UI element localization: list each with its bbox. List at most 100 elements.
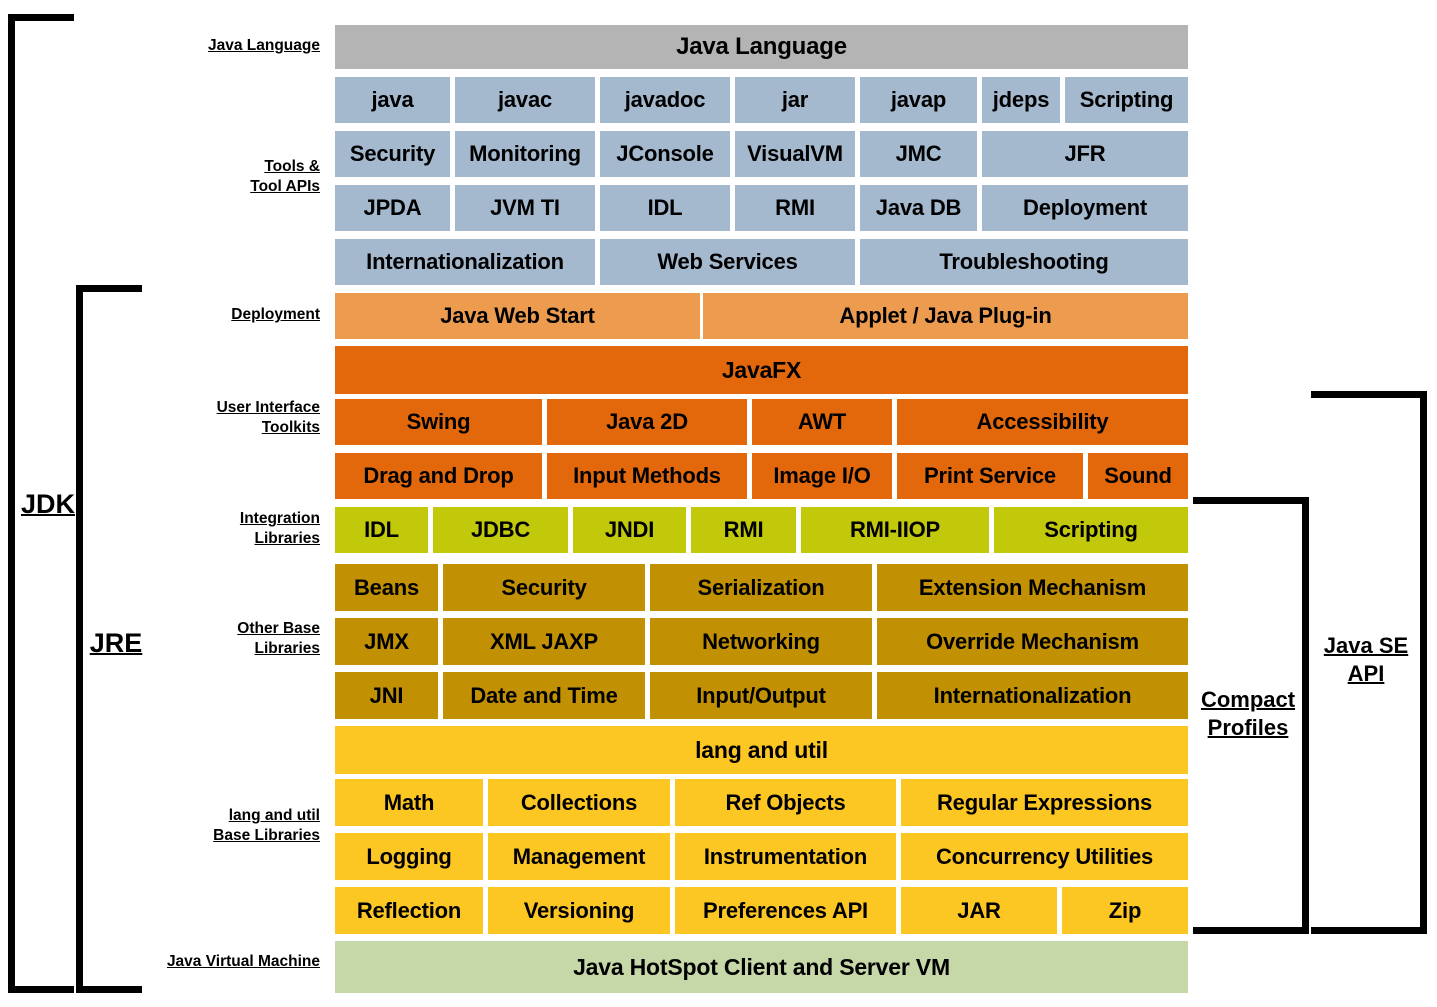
block-extension-mechanism[interactable]: Extension Mechanism xyxy=(877,564,1188,611)
block-security-tools[interactable]: Security xyxy=(335,131,450,177)
block-reflection[interactable]: Reflection xyxy=(335,887,483,934)
block-input-output[interactable]: Input/Output xyxy=(650,672,872,719)
block-jar[interactable]: jar xyxy=(735,77,855,123)
block-print-service[interactable]: Print Service xyxy=(897,453,1083,499)
block-rmi-tools[interactable]: RMI xyxy=(735,185,855,231)
compact-profiles-bracket-bottom-arm xyxy=(1193,927,1309,934)
block-math[interactable]: Math xyxy=(335,779,483,826)
block-java-db[interactable]: Java DB xyxy=(860,185,977,231)
row-label-java-virtual-machine: Java Virtual Machine xyxy=(166,953,320,970)
block-jdeps[interactable]: jdeps xyxy=(982,77,1060,123)
row-label-tools-line2: Tool APIs xyxy=(250,177,320,195)
block-javac[interactable]: javac xyxy=(455,77,595,123)
compact-profiles-bracket-top-arm xyxy=(1193,497,1309,504)
block-java-2d[interactable]: Java 2D xyxy=(547,399,747,445)
java-se-api-line2: API xyxy=(1347,661,1385,687)
block-idl-integration[interactable]: IDL xyxy=(335,507,428,553)
block-sound[interactable]: Sound xyxy=(1088,453,1188,499)
block-java-language[interactable]: Java Language xyxy=(335,25,1188,69)
block-idl-tools[interactable]: IDL xyxy=(600,185,730,231)
block-awt[interactable]: AWT xyxy=(752,399,892,445)
block-ref-objects[interactable]: Ref Objects xyxy=(675,779,896,826)
block-internationalization-tools[interactable]: Internationalization xyxy=(335,239,595,285)
block-jvm-ti[interactable]: JVM TI xyxy=(455,185,595,231)
block-scripting-integration[interactable]: Scripting xyxy=(994,507,1188,553)
bracket-label-jre: JRE xyxy=(89,628,143,658)
compact-profiles-line1: Compact xyxy=(1200,687,1296,712)
row-label-lang-util-base-libraries: lang and util Base Libraries xyxy=(100,806,320,846)
jre-bracket-spine xyxy=(76,285,83,993)
block-collections[interactable]: Collections xyxy=(488,779,670,826)
block-jmx[interactable]: JMX xyxy=(335,618,438,665)
row-label-other-base-libraries: Other Base Libraries xyxy=(100,619,320,659)
block-lang-and-util[interactable]: lang and util xyxy=(335,726,1188,774)
block-beans[interactable]: Beans xyxy=(335,564,438,611)
row-label-integration-line2: Libraries xyxy=(254,529,320,547)
block-javafx[interactable]: JavaFX xyxy=(335,346,1188,394)
block-zip[interactable]: Zip xyxy=(1062,887,1188,934)
block-override-mechanism[interactable]: Override Mechanism xyxy=(877,618,1188,665)
bracket-label-jdk: JDK xyxy=(20,489,75,519)
row-label-ui-line2: Toolkits xyxy=(261,418,320,436)
block-web-services[interactable]: Web Services xyxy=(600,239,855,285)
block-management[interactable]: Management xyxy=(488,833,670,880)
block-javadoc[interactable]: javadoc xyxy=(600,77,730,123)
block-concurrency-utilities[interactable]: Concurrency Utilities xyxy=(901,833,1188,880)
block-serialization[interactable]: Serialization xyxy=(650,564,872,611)
block-java[interactable]: java xyxy=(335,77,450,123)
bracket-label-compact-profiles: Compact Profiles xyxy=(1196,686,1300,742)
jre-bracket-top-arm xyxy=(76,285,142,292)
block-jdbc[interactable]: JDBC xyxy=(433,507,568,553)
block-jni[interactable]: JNI xyxy=(335,672,438,719)
block-versioning[interactable]: Versioning xyxy=(488,887,670,934)
block-xml-jaxp[interactable]: XML JAXP xyxy=(443,618,645,665)
row-label-user-interface-toolkits: User Interface Toolkits xyxy=(100,398,320,438)
block-jconsole[interactable]: JConsole xyxy=(600,131,730,177)
java-se-api-bracket-bottom-arm xyxy=(1311,927,1427,934)
block-jndi[interactable]: JNDI xyxy=(573,507,686,553)
block-jfr[interactable]: JFR xyxy=(982,131,1188,177)
block-logging[interactable]: Logging xyxy=(335,833,483,880)
block-swing[interactable]: Swing xyxy=(335,399,542,445)
block-jpda[interactable]: JPDA xyxy=(335,185,450,231)
block-drag-and-drop[interactable]: Drag and Drop xyxy=(335,453,542,499)
jre-bracket-bottom-arm xyxy=(76,986,142,993)
block-security-base[interactable]: Security xyxy=(443,564,645,611)
block-networking[interactable]: Networking xyxy=(650,618,872,665)
block-jar-lib[interactable]: JAR xyxy=(901,887,1057,934)
java-se-api-line1: Java SE xyxy=(1323,633,1409,658)
block-regular-expressions[interactable]: Regular Expressions xyxy=(901,779,1188,826)
block-jmc[interactable]: JMC xyxy=(860,131,977,177)
block-visualvm[interactable]: VisualVM xyxy=(735,131,855,177)
block-input-methods[interactable]: Input Methods xyxy=(547,453,747,499)
row-label-integration-libraries: Integration Libraries xyxy=(100,509,320,549)
block-java-web-start[interactable]: Java Web Start xyxy=(335,293,700,339)
row-label-tools-line1: Tools & xyxy=(264,158,320,175)
block-applet-java-plugin[interactable]: Applet / Java Plug-in xyxy=(703,293,1188,339)
java-se-api-bracket-spine xyxy=(1420,391,1427,934)
java-se-api-bracket-top-arm xyxy=(1311,391,1427,398)
block-accessibility[interactable]: Accessibility xyxy=(897,399,1188,445)
bracket-label-java-se-api: Java SE API xyxy=(1314,632,1418,688)
block-scripting-tools[interactable]: Scripting xyxy=(1065,77,1188,123)
block-image-io[interactable]: Image I/O xyxy=(752,453,892,499)
jdk-bracket-bottom-arm xyxy=(8,986,74,993)
jdk-bracket-top-arm xyxy=(8,14,74,21)
row-label-deployment: Deployment xyxy=(231,306,320,323)
block-java-hotspot-vm[interactable]: Java HotSpot Client and Server VM xyxy=(335,941,1188,993)
block-monitoring[interactable]: Monitoring xyxy=(455,131,595,177)
block-instrumentation[interactable]: Instrumentation xyxy=(675,833,896,880)
row-label-java-language: Java Language xyxy=(208,37,320,54)
row-label-other-base-line2: Libraries xyxy=(254,639,320,657)
block-rmi-integration[interactable]: RMI xyxy=(691,507,796,553)
block-troubleshooting[interactable]: Troubleshooting xyxy=(860,239,1188,285)
block-rmi-iiop[interactable]: RMI-IIOP xyxy=(801,507,989,553)
row-label-tools: Tools & Tool APIs xyxy=(100,157,320,197)
block-date-and-time[interactable]: Date and Time xyxy=(443,672,645,719)
block-internationalization-base[interactable]: Internationalization xyxy=(877,672,1188,719)
jdk-bracket-spine xyxy=(8,14,15,993)
block-deployment-tools[interactable]: Deployment xyxy=(982,185,1188,231)
block-javap[interactable]: javap xyxy=(860,77,977,123)
block-preferences-api[interactable]: Preferences API xyxy=(675,887,896,934)
